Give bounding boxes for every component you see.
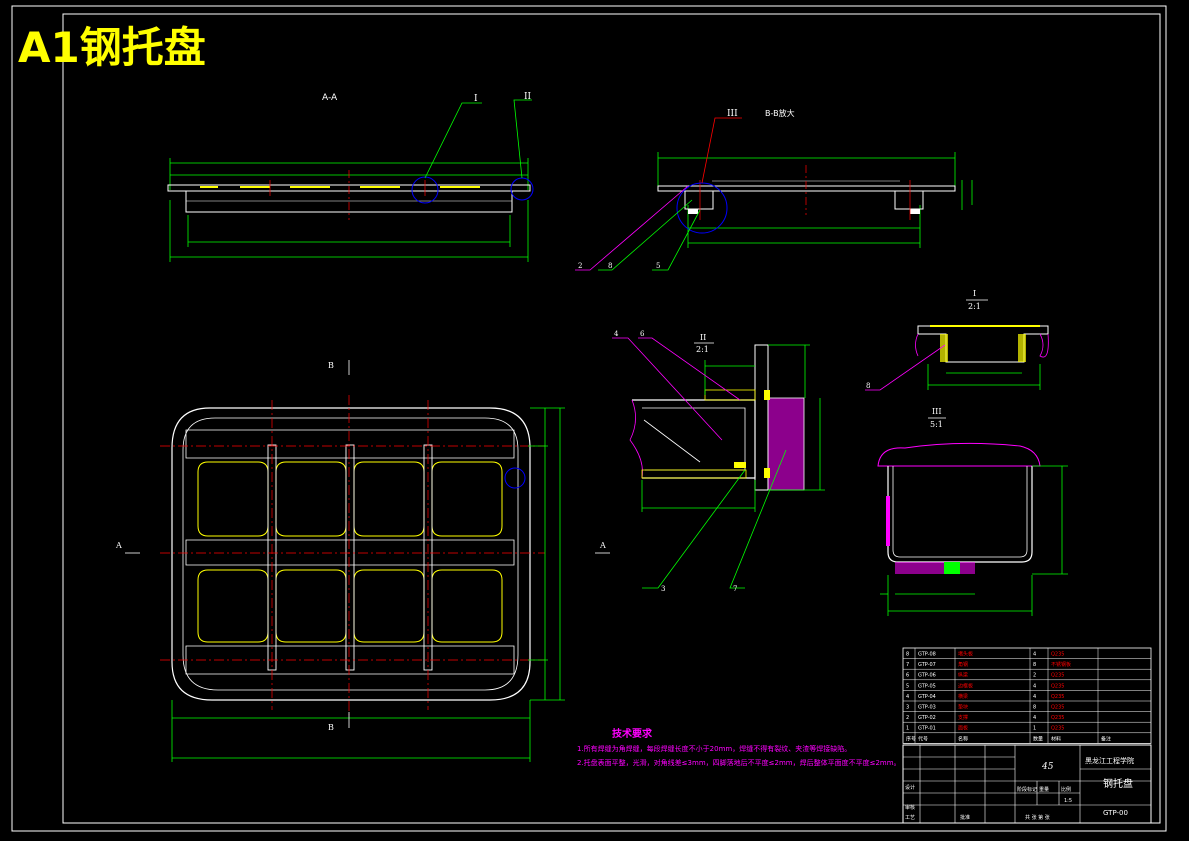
detail-2-view: II 2:1 4 6 3 7 [612,330,825,593]
title-drawing-no: GTP-00 [1103,809,1128,817]
section-aa-view: A-A I II [167,92,534,262]
parts-row-qty: 4 [1033,694,1036,700]
parts-row-code: GTP-03 [918,705,936,711]
outer-border [11,5,1167,832]
parts-header-name: 名称 [958,735,968,742]
detail-1-scale: 2:1 [968,302,981,311]
inner-border [62,13,1161,824]
banner-title: A1钢托盘 [18,23,206,72]
parts-row-name: 角钢 [958,661,968,668]
parts-row-no: 4 [906,694,909,700]
bb-tag-2: 2 [578,262,582,270]
parts-row-code: GTP-01 [918,726,936,732]
parts-header-material: 材料 [1051,735,1061,742]
tech-notes: 技术要求 1.所有焊缝为角焊缝，每段焊缝长度不小于20mm，焊缝不得有裂纹、夹渣… [577,727,901,767]
plan-marker-b-top: B [328,361,334,370]
parts-row-no: 3 [906,705,909,711]
parts-row-code: GTP-05 [918,683,936,689]
tech-notes-heading: 技术要求 [612,727,653,740]
title-material: 45 [1041,762,1054,772]
parts-row-code: GTP-08 [918,652,936,658]
parts-row-name: 纵梁 [958,672,968,679]
parts-row-name: 垫块 [958,704,968,711]
parts-row-qty: 4 [1033,683,1036,689]
plan-marker-a-left: A [115,541,122,550]
parts-row-material: Q235 [1051,726,1064,732]
tech-notes-line-2: 2.托盘表面平整，光滑，对角线差≤3mm，四脚落地后不平度≤2mm，焊后整体平面… [577,758,901,767]
detail-2-title: II [700,333,706,342]
title-school: 黑龙江工程学院 [1085,756,1134,765]
parts-row-material: Q235 [1051,673,1064,679]
parts-row-material: Q235 [1051,715,1064,721]
parts-header-qty: 数量 [1033,735,1043,742]
detail-3-scale: 5:1 [930,420,943,429]
tech-notes-line-1: 1.所有焊缝为角焊缝，每段焊缝长度不小于20mm，焊缝不得有裂纹、夹渣等焊接缺陷… [577,744,851,753]
plan-marker-a-right: A [599,541,606,550]
parts-row-name: 支撑 [958,714,968,721]
bb-tag-5: 5 [656,262,660,270]
callout-I: I [474,94,478,104]
detail-3-title: III [932,407,941,416]
detail-2-scale: 2:1 [696,345,709,354]
parts-row-material: 不锈钢板 [1051,661,1071,668]
parts-row-name: 边框板 [958,682,973,689]
parts-row-name: 横梁 [958,693,968,700]
parts-row-code: GTP-06 [918,673,936,679]
parts-row-no: 6 [906,673,909,679]
parts-row-no: 5 [906,683,909,689]
parts-row-qty: 1 [1033,726,1036,732]
detail-1-view: I 2:1 8 [865,289,1049,391]
title-block: 45 黑龙江工程学院 钢托盘 GTP-00 设计 审核 工艺 批准 阶段标记 重… [902,744,1152,824]
d1-tag-8: 8 [866,382,870,390]
parts-row-qty: 8 [1033,705,1036,711]
parts-row-material: Q235 [1051,694,1064,700]
d2-tag-4: 4 [614,330,619,338]
parts-row-name: 堵头板 [958,651,973,658]
detail-1-title: I [973,289,976,298]
title-check: 审核 [905,804,915,811]
parts-header-note: 备注 [1101,735,1111,742]
title-design: 设计 [905,784,915,791]
parts-row-qty: 8 [1033,662,1036,668]
parts-header-code: 代号 [918,735,928,742]
section-bb-title: B-B放大 [765,108,795,118]
parts-row-qty: 2 [1033,673,1036,679]
d2-tag-6: 6 [640,330,645,338]
parts-row-material: Q235 [1051,683,1064,689]
parts-row-no: 8 [906,652,909,658]
title-scale-value: 1:5 [1064,798,1072,804]
parts-row-code: GTP-04 [918,694,936,700]
bb-tag-8: 8 [608,262,612,270]
parts-row-code: GTP-07 [918,662,936,668]
plan-marker-b-bottom: B [328,723,334,732]
parts-row-code: GTP-02 [918,715,936,721]
title-sheet: 共 张 第 张 [1025,814,1050,821]
parts-header-no: 序号 [906,735,916,742]
title-stage: 阶段标记 [1017,786,1037,793]
callout-III: III [727,109,738,119]
detail-3-view: III 5:1 [877,407,1068,616]
title-scale: 比例 [1061,786,1071,793]
parts-row-no: 2 [906,715,909,721]
d2-tag-7: 7 [733,585,737,593]
parts-row-material: Q235 [1051,652,1064,658]
title-process: 工艺 [905,815,915,821]
parts-row-qty: 4 [1033,715,1036,721]
section-bb-view: B-B放大 III 2 8 5 [575,108,973,271]
section-aa-title: A-A [322,93,338,103]
parts-row-material: Q235 [1051,705,1064,711]
title-weight: 重量 [1039,786,1049,793]
d2-tag-3: 3 [661,585,665,593]
parts-row-qty: 4 [1033,652,1036,658]
parts-row-name: 面板 [958,725,968,732]
parts-row-no: 7 [906,662,909,668]
plan-view: A A B B [115,360,610,762]
title-drawing-name: 钢托盘 [1103,777,1133,790]
title-approve: 批准 [960,814,970,821]
callout-II: II [524,92,532,102]
parts-row-no: 1 [906,726,909,732]
